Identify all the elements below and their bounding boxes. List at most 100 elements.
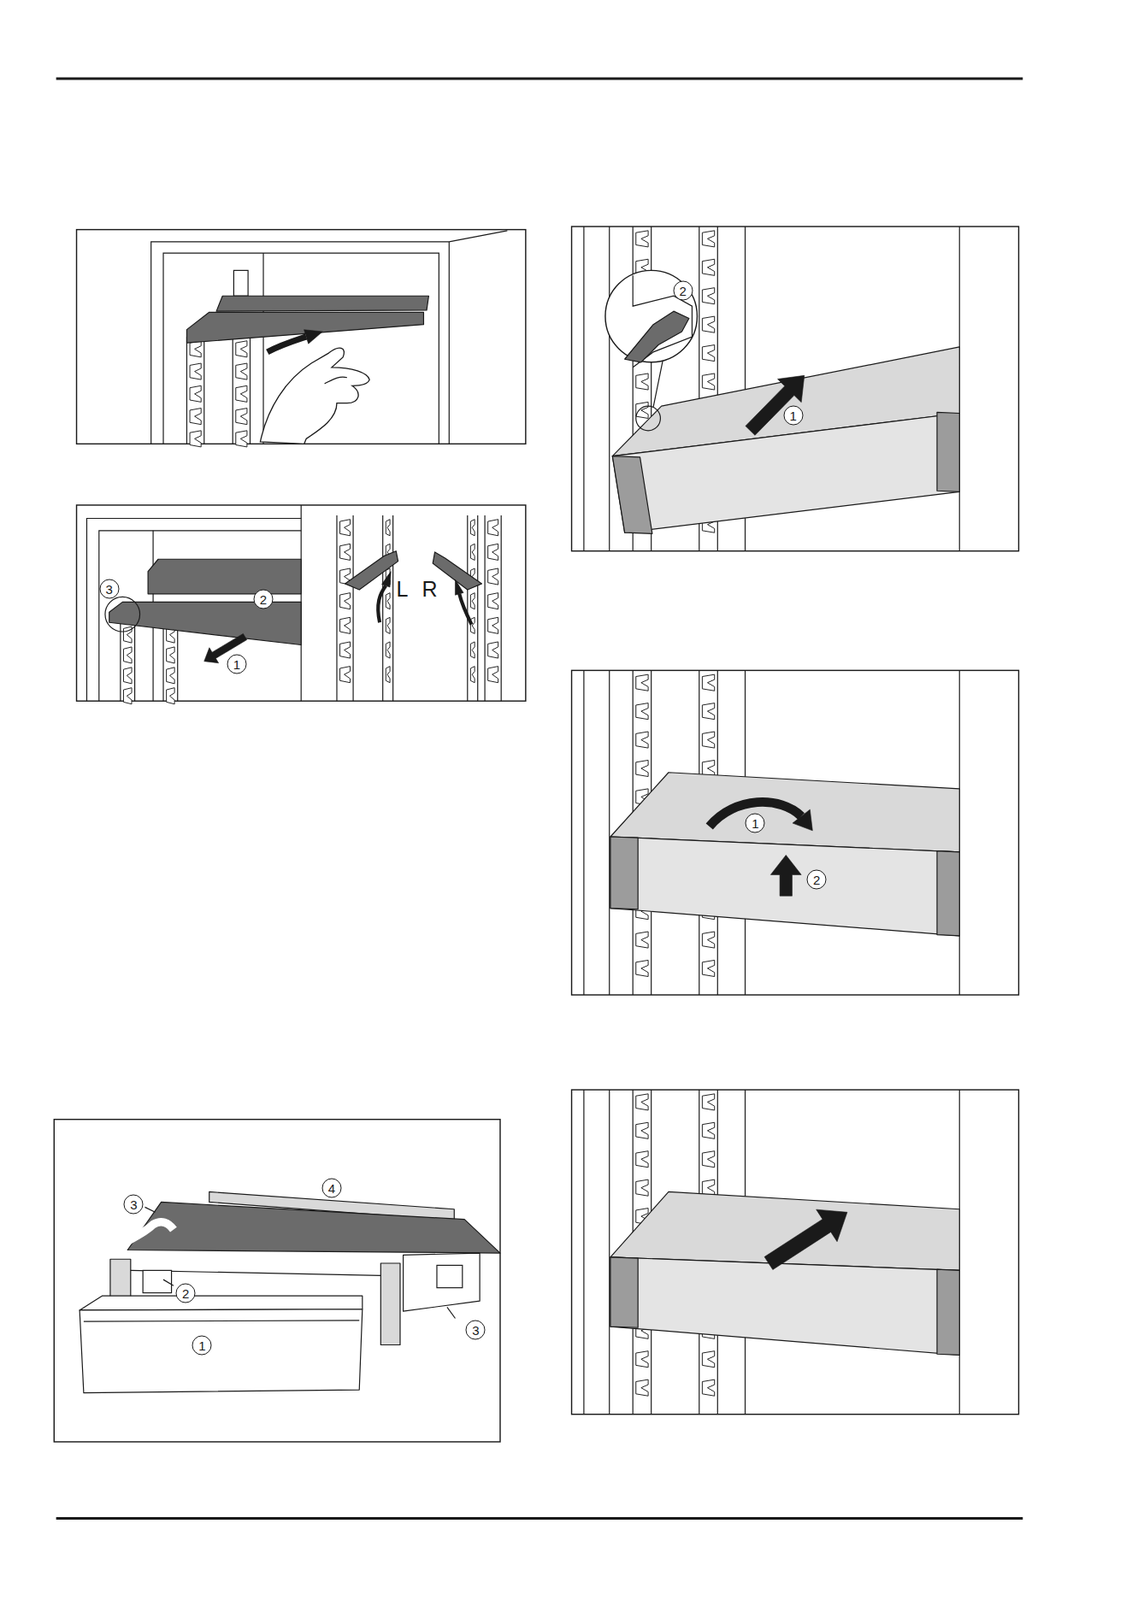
rack-slot: [701, 345, 714, 362]
leader-line: [447, 1307, 456, 1319]
rack-edge: [203, 336, 205, 444]
side-letter: L: [394, 577, 410, 601]
drawer-end-cap: [937, 1269, 960, 1356]
rack-slot: [488, 666, 499, 684]
callout-number: 3: [123, 1194, 144, 1215]
hand: [259, 347, 370, 444]
rack-slot: [701, 316, 714, 333]
cabinet-edge: [583, 1090, 584, 1415]
rack-slot: [470, 666, 475, 684]
rack-slot: [636, 1179, 649, 1197]
panel-frame: [571, 1090, 1020, 1415]
rack-slot: [470, 593, 475, 610]
rack-slot: [701, 1379, 714, 1397]
rack-slot: [123, 626, 132, 643]
rack-slot: [636, 760, 649, 777]
direction-arrow: [770, 854, 802, 897]
direction-arrow: [745, 375, 805, 436]
rack-slot: [488, 642, 499, 659]
rack-slot: [166, 667, 176, 684]
shelf-rack: [383, 515, 394, 702]
callout-number: 2: [672, 281, 693, 301]
leader-line: [653, 357, 664, 407]
rack-slot: [385, 617, 390, 634]
cabinet-edge: [608, 670, 610, 996]
rack-slot: [636, 401, 649, 419]
glass-shelf: [127, 1202, 501, 1254]
latch: [436, 1265, 463, 1288]
rack-edge: [336, 515, 337, 702]
rack-slot: [385, 642, 390, 659]
rack-slot: [636, 1151, 649, 1168]
rack-slot: [636, 1351, 649, 1368]
cabinet-outline: [86, 518, 301, 702]
rack-slot: [470, 543, 475, 561]
rack-slot: [701, 288, 714, 305]
drawer-front: [610, 837, 960, 937]
bottom-rule: [56, 1517, 1024, 1521]
rack-slot: [636, 1122, 649, 1139]
callout-number: 3: [465, 1320, 486, 1340]
rack-slot: [701, 674, 714, 691]
shelf-rack: [232, 336, 250, 448]
arrow-head: [454, 579, 464, 596]
callout-number: 1: [745, 813, 766, 834]
callout-number: 2: [253, 589, 274, 609]
rack-slot: [340, 666, 351, 684]
rack-slot: [701, 960, 714, 977]
rack-slot: [235, 430, 248, 448]
rack-edge: [176, 622, 178, 702]
rack-slot: [701, 1094, 714, 1111]
drawer-front: [79, 1309, 363, 1394]
shelf-support-left: [345, 551, 399, 590]
rack-slot: [701, 259, 714, 276]
callout-number: 1: [226, 654, 247, 675]
leader-line: [145, 1207, 156, 1213]
rack-slot: [701, 703, 714, 720]
detail-magnifier: [605, 270, 697, 362]
drawer-front: [610, 1257, 960, 1357]
rack-slot: [340, 617, 351, 634]
rack-slot: [123, 647, 132, 664]
drawer-end-cap: [937, 412, 960, 492]
rack-slot: [636, 960, 649, 977]
panel-shelf-push: [76, 229, 526, 448]
panel-frame: [76, 229, 526, 445]
callout-number: 1: [783, 405, 803, 425]
panel-frame: [571, 226, 1020, 552]
rack-slot: [166, 647, 176, 664]
rack-slot: [488, 617, 499, 634]
rack-edge: [352, 515, 354, 702]
rack-slot: [340, 642, 351, 659]
shelf-rack: [467, 515, 478, 702]
rack-slot: [189, 430, 201, 448]
rack-edge: [501, 515, 502, 702]
side-letter: R: [420, 577, 440, 601]
rack-slot: [123, 688, 132, 705]
detail-circle: [636, 406, 661, 431]
rack-slot: [636, 373, 649, 390]
panel-drawer-push: [571, 1090, 1020, 1415]
rack-edge: [466, 515, 468, 702]
rack-slot: [470, 642, 475, 659]
glass-shelf: [216, 295, 429, 312]
drawer-end-cap: [612, 456, 653, 535]
rack-edge: [186, 336, 188, 444]
direction-arrow: [764, 1209, 848, 1270]
finger-line: [324, 377, 348, 384]
rack-slot: [636, 703, 649, 720]
rack-slot: [235, 363, 248, 380]
shelf-rack: [163, 622, 178, 705]
rack-edge: [483, 515, 485, 702]
rack-slot: [636, 731, 649, 749]
rack-edge: [382, 515, 384, 702]
rack-slot: [385, 593, 390, 610]
rack-slot: [166, 688, 176, 705]
panel-frame: [53, 1120, 501, 1443]
rack-edge: [477, 515, 478, 702]
rack-slot: [123, 667, 132, 684]
rack-slot: [340, 543, 351, 561]
shelf-rack: [120, 622, 136, 705]
shelf-cutout: [112, 1222, 174, 1251]
